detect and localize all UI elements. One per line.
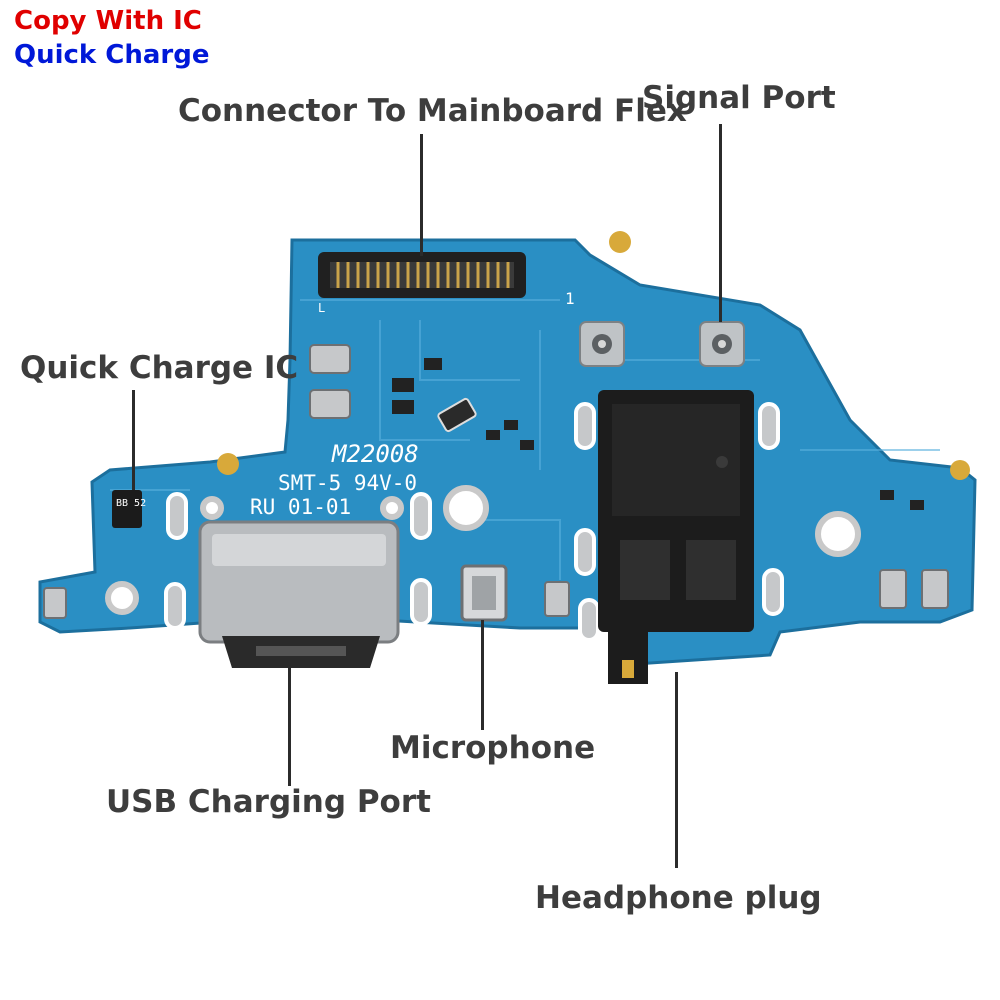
microphone-leader xyxy=(481,620,484,730)
usb-c-port xyxy=(198,520,400,668)
ic-marking: BB 52 xyxy=(116,498,146,509)
pcb-rating: SMT-5 94V-0 xyxy=(278,471,417,495)
signal-port xyxy=(699,321,745,367)
headphone-leader xyxy=(675,672,678,868)
signal-port-label: Signal Port xyxy=(642,80,836,116)
connector-leader xyxy=(420,134,423,256)
headphone-jack xyxy=(598,390,754,684)
microphone-label: Microphone xyxy=(390,730,596,766)
copy-with-ic-text: Copy With IC xyxy=(14,6,202,36)
quick-charge-ic-leader xyxy=(132,390,135,490)
quick-charge-ic: BB 52 xyxy=(112,490,146,528)
connector-label: Connector To Mainboard Flex xyxy=(178,93,687,129)
signal-port-secondary xyxy=(579,321,625,367)
signal-port-leader xyxy=(719,124,722,322)
pin-one-mark: 1 xyxy=(565,289,575,308)
corner-mark: L xyxy=(318,301,325,315)
quick-charge-text: Quick Charge xyxy=(14,40,210,70)
headphone-label: Headphone plug xyxy=(535,880,822,916)
microphone xyxy=(460,564,508,622)
mainboard-connector xyxy=(318,252,526,298)
pcb-version: RU 01-01 xyxy=(250,495,351,519)
quick-charge-ic-label: Quick Charge IC xyxy=(20,350,299,386)
usb-port-leader xyxy=(288,668,291,786)
usb-port-label: USB Charging Port xyxy=(106,784,431,820)
pcb-code: M22008 xyxy=(331,440,419,468)
